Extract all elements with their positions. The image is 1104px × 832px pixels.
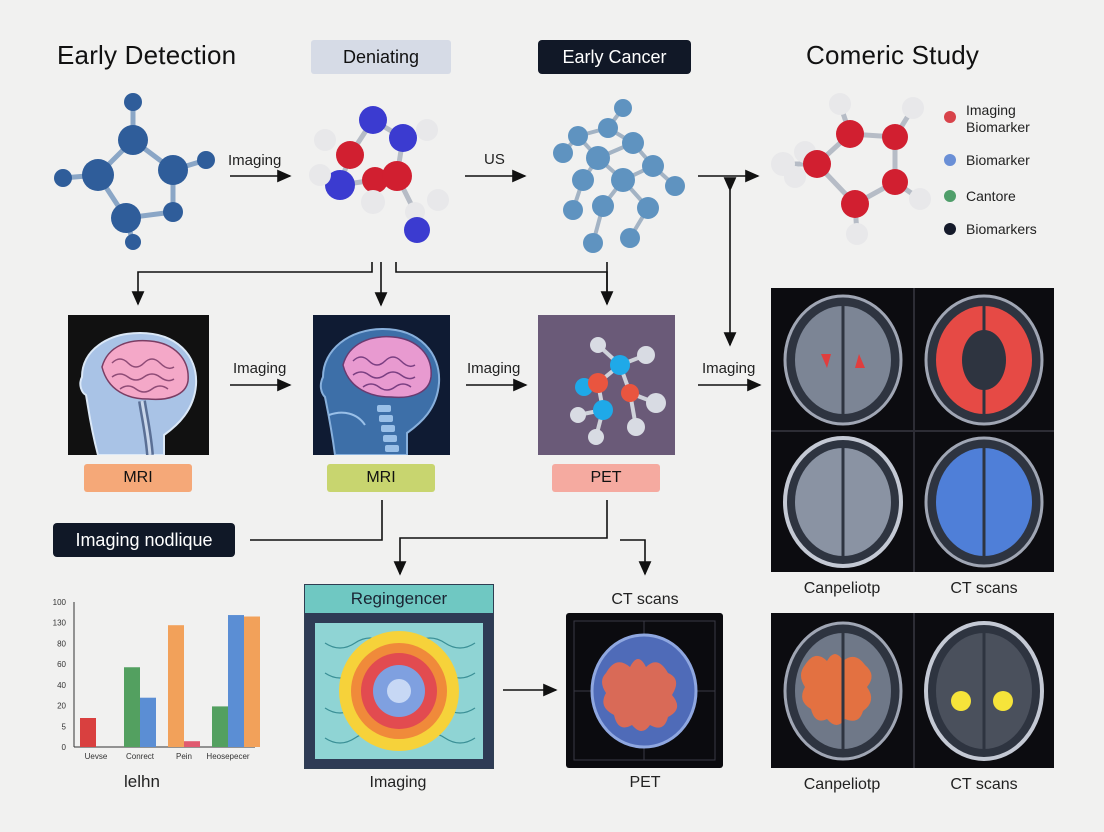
tag-mri-1: MRI — [84, 464, 192, 492]
legend-item-biomarkers: Biomarkers — [944, 221, 1037, 237]
molecule-blue — [54, 93, 215, 250]
bar-chart: 0 5 20 40 60 80 130 100 Uevse Conrect Pein Heosepe… — [53, 598, 260, 761]
tag-mri-2: MRI — [327, 464, 435, 492]
heading-deniating: Deniating — [311, 40, 451, 74]
heading-comeric-study: Comeric Study — [806, 40, 980, 70]
caption-ct-scans-2: CT scans — [950, 776, 1018, 793]
arrow-label-imaging-top: Imaging — [228, 152, 282, 169]
legend-item-cantore: Cantore — [944, 188, 1016, 204]
chart-y-tick-label: 5 — [62, 722, 67, 731]
legend-swatch-blue — [944, 154, 956, 166]
tag-pet: PET — [552, 464, 660, 492]
legend-swatch-green — [944, 190, 956, 202]
chart-category-label: Uevse — [85, 752, 108, 761]
chart-bars — [80, 615, 260, 747]
arrow-pet-to-regingencer — [393, 500, 608, 576]
chart-y-tick-label: 130 — [53, 619, 67, 628]
molecule-light-blue-cluster — [553, 99, 685, 253]
arrow-to-pet — [395, 262, 614, 306]
mri-head-panel-1 — [68, 315, 209, 455]
chart-bar — [228, 615, 244, 747]
regingencer-panel: Regingencer — [304, 584, 494, 769]
chart-bar — [212, 706, 228, 747]
arrow-label-imaging-mri1: Imaging — [233, 360, 287, 377]
chart-y-tick-label: 20 — [57, 702, 66, 711]
brain-scan-pair-bottom — [771, 613, 1054, 768]
legend-swatch-navy — [944, 223, 956, 235]
legend-label: Biomarker — [966, 152, 1030, 168]
caption-canpeliotp-1: Canpeliotp — [803, 580, 881, 597]
regingencer-image-frame — [305, 613, 493, 768]
mri-head-panel-2 — [313, 315, 450, 455]
legend-label: Cantore — [966, 188, 1016, 204]
chart-y-tick-label: 100 — [53, 598, 67, 607]
chart-bar — [184, 741, 200, 747]
chart-category-label: Heosepecer — [206, 752, 249, 761]
caption-imaging-bottom: Imaging — [369, 774, 427, 791]
caption-canpeliotp-2: Canpeliotp — [803, 776, 881, 793]
heading-early-cancer: Early Cancer — [538, 40, 691, 74]
chart-y-tick-label: 0 — [62, 743, 67, 752]
heading-early-detection: Early Detection — [57, 40, 237, 70]
imaging-nodlique-label: Imaging nodlique — [53, 523, 235, 557]
legend-label: Biomarkers — [966, 221, 1037, 237]
molecule-red-blue — [309, 106, 449, 243]
brain-scan-grid-top — [771, 288, 1054, 572]
chart-bar — [124, 667, 140, 747]
ct-scan-center-panel — [566, 613, 723, 768]
chart-y-tick-label: 60 — [57, 660, 66, 669]
molecule-red-white — [771, 93, 931, 245]
regingencer-title: Regingencer — [350, 589, 448, 608]
chart-category-label: Conrect — [126, 752, 155, 761]
arrow-label-imaging-mri2: Imaging — [467, 360, 521, 377]
pet-molecule-panel — [538, 315, 675, 455]
chart-y-tick-label: 40 — [57, 681, 66, 690]
chart-y-ticks: 0 5 20 40 60 80 130 100 — [53, 598, 67, 752]
chart-bar — [168, 625, 184, 747]
legend-label: Imaging Biomarker — [966, 102, 1030, 135]
chart-bar — [140, 697, 156, 747]
arrow-label-us: US — [484, 151, 505, 168]
arrow-to-mri-1 — [131, 262, 373, 306]
chart-category-label: Pein — [176, 752, 192, 761]
legend-item-biomarker: Biomarker — [944, 152, 1030, 168]
caption-ct-scans-center: CT scans — [611, 591, 679, 608]
chart-x-label: lelhn — [124, 772, 160, 791]
chart-bar — [244, 616, 260, 747]
legend-item-imaging-biomarker: Imaging Biomarker — [944, 102, 1030, 136]
caption-pet-bottom: PET — [629, 774, 661, 791]
arrow-mri-to-nodlique — [250, 500, 383, 541]
caption-ct-scans-1: CT scans — [950, 580, 1018, 597]
legend-swatch-red — [944, 111, 956, 123]
chart-category-labels: Uevse Conrect Pein Heosepecer — [85, 752, 250, 761]
arrow-label-imaging-pet: Imaging — [702, 360, 756, 377]
chart-bar — [80, 718, 96, 747]
arrow-to-ct-center — [620, 539, 652, 576]
chart-y-tick-label: 80 — [57, 639, 66, 648]
